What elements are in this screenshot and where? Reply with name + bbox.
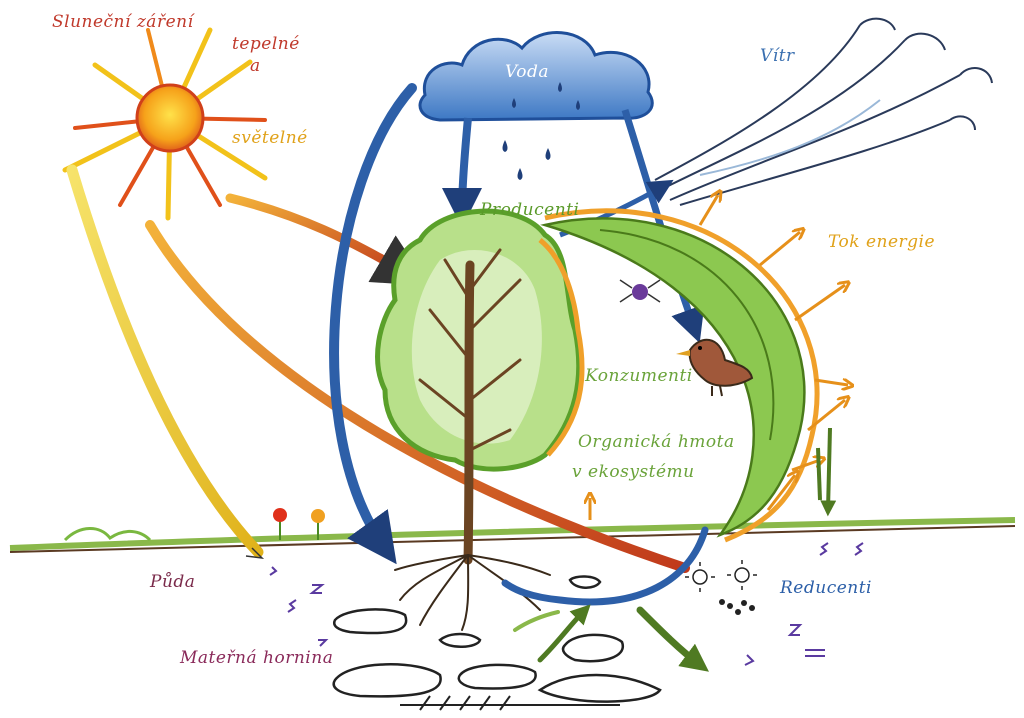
label-bedrock: Mateřná hornina <box>180 648 333 668</box>
label-organic-matter-2: v ekosystému <box>572 462 695 482</box>
sun-icon <box>65 30 265 218</box>
label-consumers: Konzumenti <box>585 366 693 386</box>
tree-icon <box>378 211 582 630</box>
label-thermal: tepelné <box>232 34 300 54</box>
label-producers: Producenti <box>480 200 579 220</box>
label-reducers: Reducenti <box>780 578 872 598</box>
spider-icon <box>620 280 660 302</box>
flowers <box>65 508 325 540</box>
ground <box>10 520 1015 552</box>
label-water: Voda <box>505 62 549 82</box>
label-wind: Vítr <box>760 46 795 66</box>
label-organic-matter-1: Organická hmota <box>578 432 735 452</box>
rocks <box>334 576 660 701</box>
label-soil: Půda <box>150 572 195 592</box>
green-down-arrows <box>818 428 830 510</box>
cloud-icon <box>420 33 652 180</box>
label-light: světelné <box>232 128 308 148</box>
label-energy-flow: Tok energie <box>828 232 935 252</box>
label-and: a <box>250 56 261 76</box>
label-solar-radiation: Sluneční záření <box>52 12 194 32</box>
